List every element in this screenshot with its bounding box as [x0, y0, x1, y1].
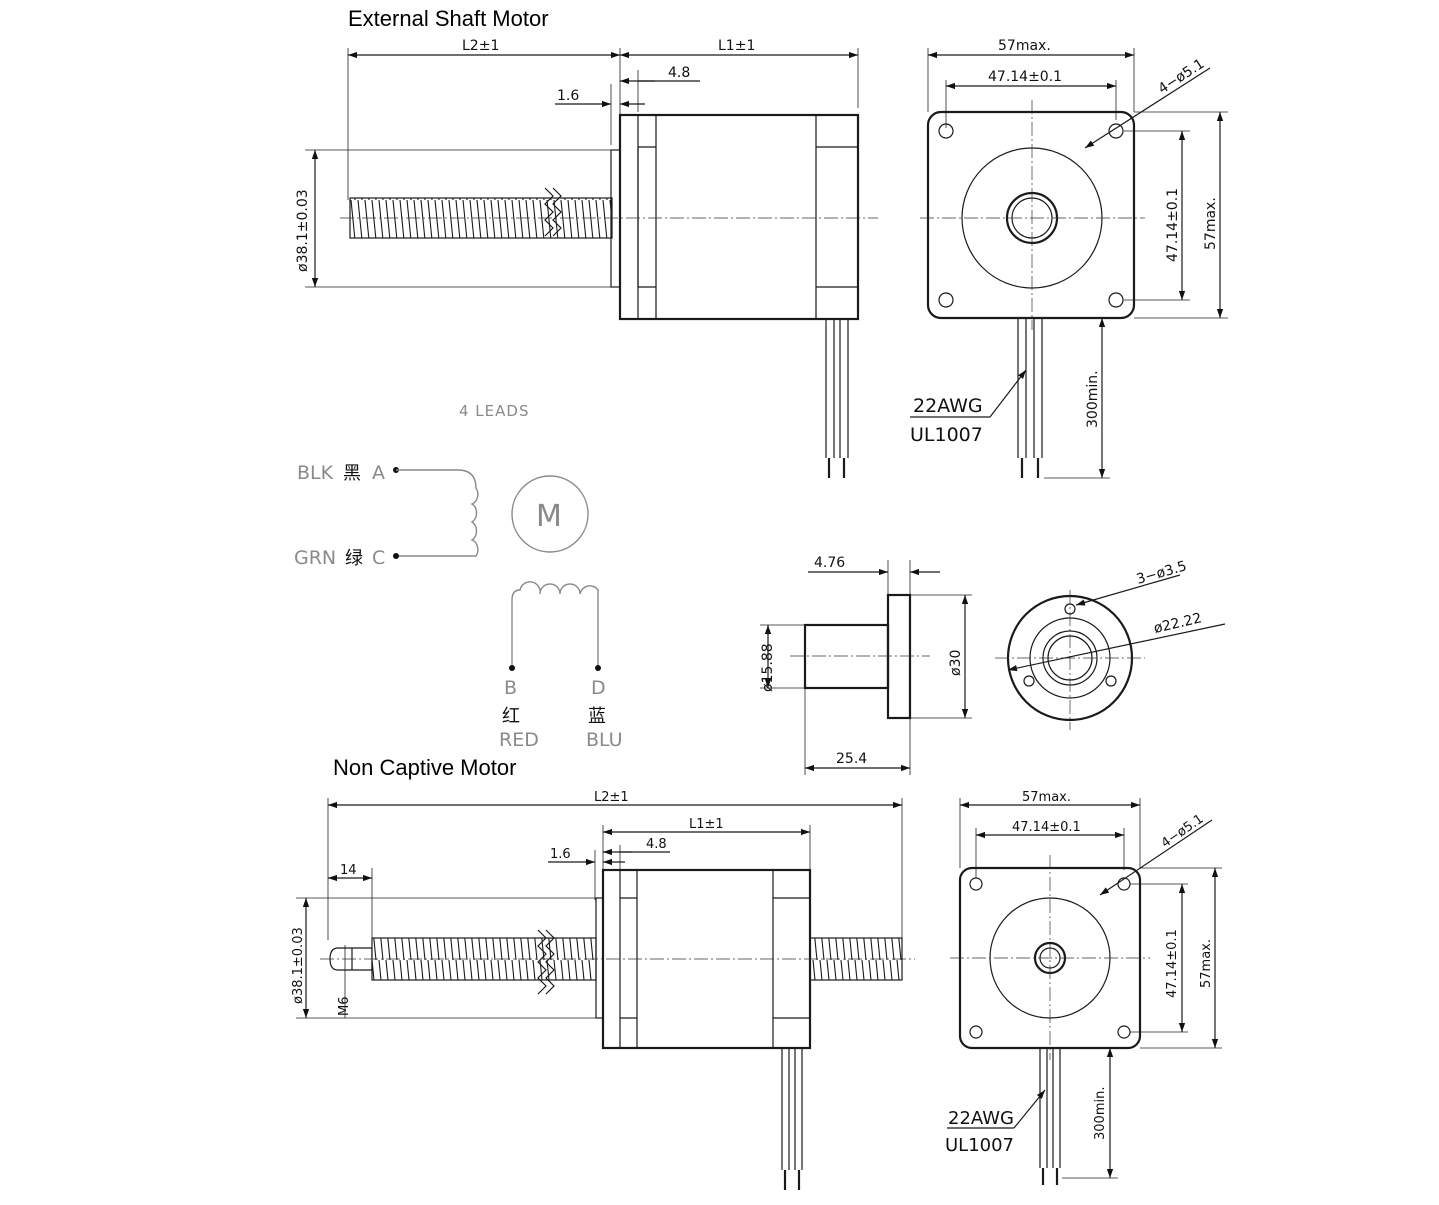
non-captive-motor-side-view: Non Captive Motor L2±1 L1±1 1.6 4.8 14 ø…	[291, 755, 915, 1190]
nc-front-lead-length-dim: 300min.	[1093, 1087, 1108, 1140]
nc-front-hole-spacing-dim: 47.14±0.1	[1012, 820, 1081, 835]
ext-diameter-dim: ø38.1±0.03	[295, 189, 311, 272]
ext-front-lead-length-dim: 300min.	[1085, 370, 1101, 428]
ext-1-6-dim: 1.6	[557, 88, 579, 104]
nc-front-vspacing-dim: 47.14±0.1	[1165, 929, 1180, 998]
d-cn-label: 蓝	[588, 706, 606, 727]
nut-flange-diameter-dim: ø30	[948, 650, 964, 676]
flange-nut-front-view: 3−ø3.5 ø22.22	[995, 558, 1226, 730]
b-color-label: RED	[499, 729, 539, 751]
ext-front-width-dim: 57max.	[998, 38, 1051, 54]
nc-1-6-dim: 1.6	[550, 847, 571, 862]
nc-ul-label: UL1007	[945, 1135, 1014, 1156]
ext-front-vspacing-dim: 47.14±0.1	[1165, 188, 1181, 262]
nc-14-dim: 14	[340, 863, 357, 878]
d-pin-label: D	[591, 677, 606, 699]
leads-label: 4 LEADS	[459, 402, 529, 420]
ext-front-height-dim: 57max.	[1203, 197, 1219, 250]
nut-holes-dim: 3−ø3.5	[1135, 558, 1189, 588]
blk-pin-label: A	[372, 462, 385, 484]
grn-cn-label: 绿	[345, 548, 363, 569]
blk-cn-label: 黑	[343, 463, 361, 484]
flange-nut-side-view: 4.76 ø15.88 ø30 25.4	[760, 555, 972, 775]
nut-flange-thickness-dim: 4.76	[814, 555, 845, 571]
ext-awg-label: 22AWG	[913, 395, 983, 417]
nc-l1-dim: L1±1	[689, 817, 724, 832]
non-captive-title: Non Captive Motor	[333, 755, 516, 780]
motor-symbol	[511, 475, 589, 553]
external-shaft-motor-front-view: 57max. 47.14±0.1 4−ø5.1 47.14±0.1 57max.	[910, 38, 1228, 479]
b-cn-label: 红	[502, 706, 520, 727]
nut-length-dim: 25.4	[836, 751, 867, 767]
nc-4-8-dim: 4.8	[646, 837, 667, 852]
nc-front-height-dim: 57max.	[1199, 939, 1214, 988]
nc-front-width-dim: 57max.	[1022, 790, 1071, 805]
ext-front-hole-spacing-dim: 47.14±0.1	[988, 69, 1062, 85]
ext-front-holes-dim: 4−ø5.1	[1155, 56, 1207, 97]
grn-pin-label: C	[372, 547, 385, 569]
d-color-label: BLU	[586, 729, 623, 751]
ext-ul-label: UL1007	[910, 424, 983, 446]
ext-l2-dim: L2±1	[462, 38, 499, 54]
nc-l2-dim: L2±1	[594, 790, 629, 805]
external-shaft-motor-side-view: External Shaft Motor L2±1 L1±1 4.8 1.6 ø…	[295, 6, 878, 478]
nut-pcd-dim: ø22.22	[1152, 610, 1203, 637]
nc-diameter-dim: ø38.1±0.03	[291, 927, 306, 1004]
motor-symbol-label: M	[536, 499, 562, 534]
nc-awg-label: 22AWG	[948, 1108, 1014, 1129]
grn-label: GRN	[294, 547, 336, 569]
blk-label: BLK	[297, 462, 334, 484]
non-captive-motor-front-view: 57max. 47.14±0.1 4−ø5.1 47.14±0.1 57max.	[945, 790, 1222, 1185]
nut-body-diameter-dim: ø15.88	[760, 643, 776, 692]
nc-m6-label: M6	[337, 997, 352, 1017]
ext-4-8-dim: 4.8	[668, 65, 690, 81]
wiring-diagram: 4 LEADS BLK 黑 A GRN 绿 C M B 红 RED D 蓝 BL…	[294, 402, 623, 751]
external-shaft-title: External Shaft Motor	[348, 6, 549, 31]
b-pin-label: B	[504, 677, 517, 699]
nc-front-holes-dim: 4−ø5.1	[1159, 812, 1207, 852]
ext-l1-dim: L1±1	[718, 38, 755, 54]
